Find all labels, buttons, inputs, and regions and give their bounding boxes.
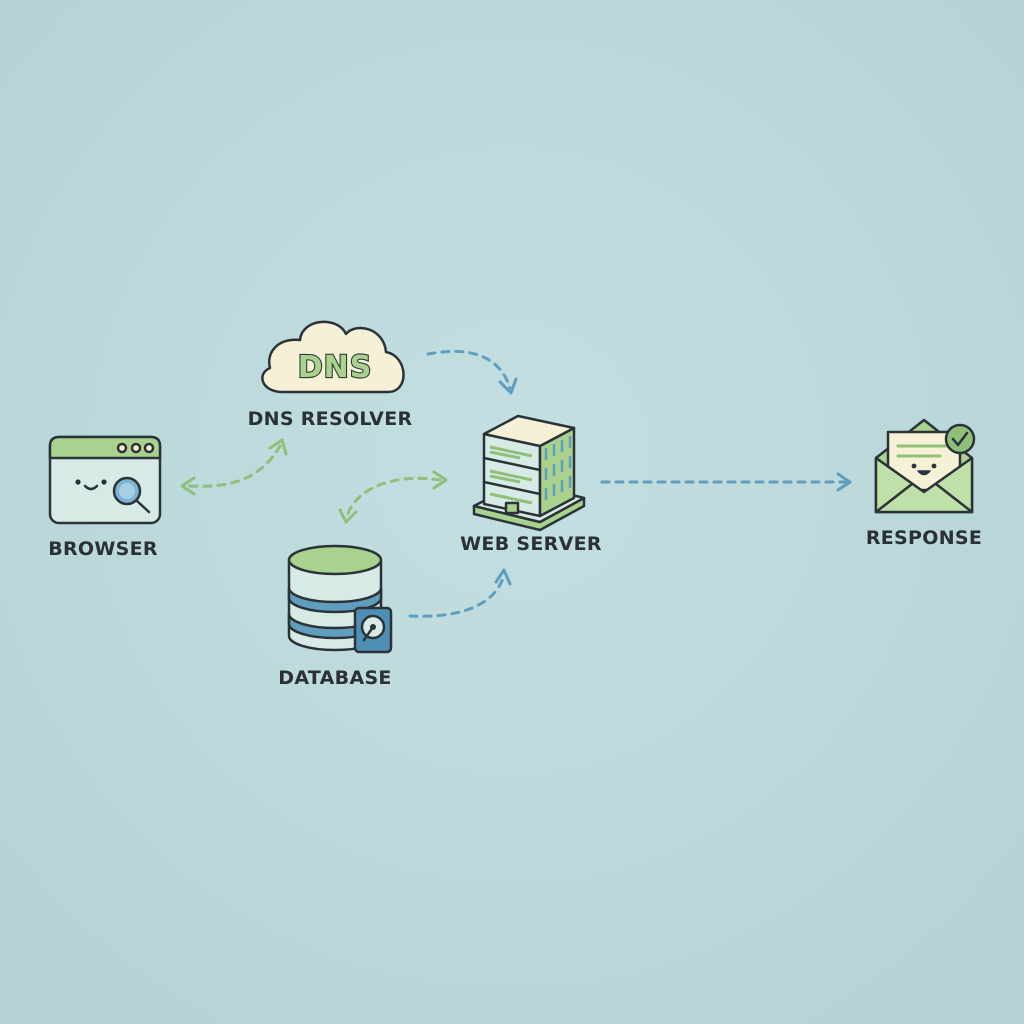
dns-resolver-node[interactable]: DNS DNS RESOLVER <box>248 320 413 430</box>
connector-webserver-database <box>338 470 448 524</box>
response-node[interactable]: RESPONSE <box>866 418 982 549</box>
browser-node[interactable]: BROWSER <box>48 435 162 560</box>
web-server-label: WEB SERVER <box>460 533 602 555</box>
dns-cloud-text: DNS <box>298 350 373 385</box>
server-building-icon <box>472 414 586 532</box>
response-label: RESPONSE <box>866 527 982 549</box>
checkmark-badge-icon <box>944 423 976 455</box>
magnifier-icon <box>112 476 151 514</box>
hard-drive-icon <box>353 606 393 654</box>
browser-window-icon <box>48 435 162 525</box>
connector-webserver-response <box>600 472 852 492</box>
dns-resolver-label: DNS RESOLVER <box>248 408 413 430</box>
connector-browser-dns <box>180 438 288 496</box>
browser-label: BROWSER <box>48 538 158 560</box>
cloud-icon <box>261 320 405 394</box>
web-server-node[interactable]: WEB SERVER <box>460 414 602 555</box>
connector-database-webserver <box>408 568 512 618</box>
database-label: DATABASE <box>278 667 391 689</box>
database-node[interactable]: DATABASE <box>278 544 393 689</box>
connector-dns-webserver <box>426 349 518 395</box>
